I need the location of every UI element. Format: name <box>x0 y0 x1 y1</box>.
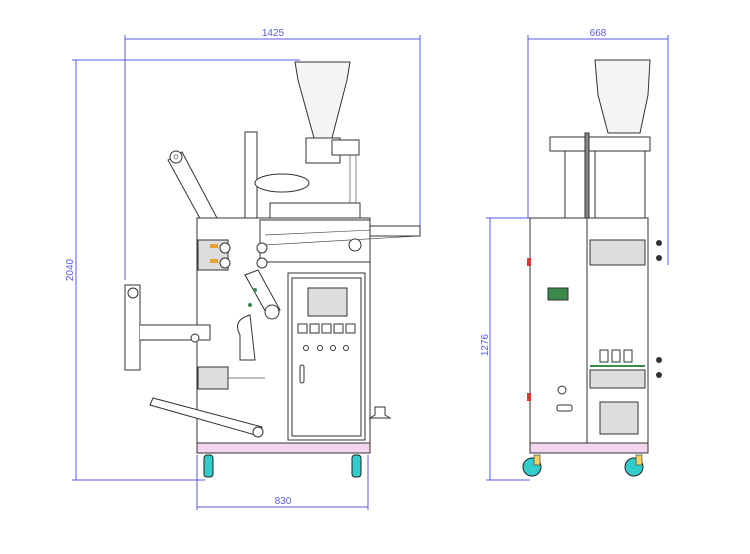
side-arm <box>369 225 421 237</box>
dimension-label: 668 <box>590 28 607 39</box>
film-arm-lower <box>124 284 211 371</box>
base-frame <box>529 442 649 454</box>
cutter-roller <box>197 366 229 390</box>
dimension-overall-depth: 668 <box>527 28 669 265</box>
wheel <box>203 454 214 478</box>
dimension-label: 830 <box>275 496 292 507</box>
hopper <box>294 61 360 215</box>
dimension-overall-height: 2040 <box>65 59 300 481</box>
motor <box>599 401 639 435</box>
front-view: 1425 2040 830 <box>65 28 421 510</box>
upper-mechanism <box>594 150 646 219</box>
foot-switch <box>368 406 392 419</box>
dimension-overall-width: 1425 <box>124 28 421 280</box>
top-frame <box>549 136 651 152</box>
film-arm-upper <box>167 150 218 225</box>
dimension-label: 1425 <box>262 28 285 39</box>
panel-buttons <box>297 323 356 351</box>
side-view: 668 1276 <box>480 28 669 481</box>
dimension-body-height: 1276 <box>480 217 535 481</box>
wheel <box>351 454 362 478</box>
upper-plate <box>269 202 361 219</box>
dosing-disc <box>254 173 310 193</box>
base-frame <box>196 442 371 454</box>
green-part <box>547 287 569 301</box>
hopper <box>594 59 651 134</box>
dimension-label: 2040 <box>65 258 76 281</box>
sealing-rollers <box>197 239 281 320</box>
dimension-label: 1276 <box>480 333 491 356</box>
bag-former <box>237 314 256 361</box>
display-screen <box>307 287 348 317</box>
vertical-post <box>244 131 258 221</box>
control-panel <box>287 272 366 441</box>
door-handle <box>299 364 305 384</box>
upper-mechanism <box>564 150 586 219</box>
dimension-base-width: 830 <box>196 455 369 510</box>
film-arm-bottom <box>149 397 264 438</box>
